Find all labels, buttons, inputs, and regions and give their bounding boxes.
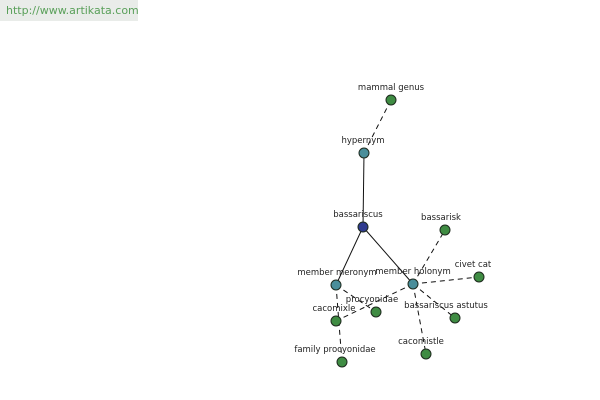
node-bassarisk[interactable]: bassarisk: [421, 213, 461, 236]
node-cacomixle[interactable]: cacomixle: [312, 304, 356, 327]
node-cacomistle[interactable]: cacomistle: [398, 337, 444, 360]
node-cacomistle-label: cacomistle: [398, 337, 444, 347]
node-family-procyonidae-dot[interactable]: [336, 356, 348, 368]
node-family-procyonidae-label: family procyonidae: [294, 345, 375, 355]
node-procyonidae-dot[interactable]: [370, 306, 382, 318]
edge-member-meronym-to-procyonidae: [335, 284, 377, 313]
node-member-meronym-dot[interactable]: [330, 279, 342, 291]
edge-member-holonym-to-cacomistle: [412, 283, 427, 355]
node-bassariscus[interactable]: bassariscus: [333, 210, 383, 233]
node-member-holonym[interactable]: member holonym: [375, 267, 451, 290]
node-member-meronym-label: member meronym: [297, 268, 376, 278]
node-bassarisk-dot[interactable]: [439, 224, 451, 236]
site-url-link[interactable]: http://www.artikata.com: [6, 4, 139, 17]
node-bassariscus-astutus-dot[interactable]: [449, 312, 461, 324]
node-civet-cat-label: civet cat: [455, 260, 492, 270]
edge-bassariscus-to-member-meronym: [335, 226, 364, 286]
node-cacomistle-dot[interactable]: [420, 348, 432, 360]
node-mammal-genus-label: mammal genus: [358, 83, 425, 93]
node-bassariscus-astutus[interactable]: bassariscus astutus: [404, 301, 488, 324]
edge-member-holonym-to-bassariscus-astutus: [412, 283, 456, 319]
edge-member-holonym-to-civet-cat: [412, 276, 480, 285]
node-hypernym[interactable]: hypernym: [341, 136, 385, 159]
node-member-meronym[interactable]: member meronym: [297, 268, 377, 291]
node-mammal-genus[interactable]: mammal genus: [358, 83, 425, 106]
url-banner: http://www.artikata.com: [0, 0, 139, 21]
graph-nodes: bassariscus hypernym mammal genus member me…: [294, 83, 492, 368]
node-cacomixle-dot[interactable]: [330, 315, 342, 327]
node-bassariscus-label: bassariscus: [333, 210, 383, 220]
node-civet-cat[interactable]: civet cat: [455, 260, 492, 283]
node-cacomixle-label: cacomixle: [312, 304, 355, 314]
edge-bassariscus-to-member-holonym: [362, 226, 414, 285]
graph-edges: [335, 99, 480, 363]
node-procyonidae-label: procyonidae: [346, 295, 398, 305]
node-family-procyonidae[interactable]: family procyonidae: [294, 345, 376, 368]
node-hypernym-label: hypernym: [341, 136, 384, 146]
node-hypernym-dot[interactable]: [358, 147, 370, 159]
edge-member-holonym-to-bassarisk: [412, 229, 446, 285]
node-bassariscus-dot[interactable]: [357, 221, 369, 233]
edge-hypernym-to-mammal-genus: [363, 99, 392, 154]
node-bassariscus-astutus-label: bassariscus astutus: [404, 301, 488, 311]
node-member-holonym-dot[interactable]: [407, 278, 419, 290]
node-mammal-genus-dot[interactable]: [385, 94, 397, 106]
edge-bassariscus-to-hypernym: [362, 152, 365, 228]
node-procyonidae[interactable]: procyonidae: [346, 295, 398, 318]
node-member-holonym-label: member holonym: [375, 267, 450, 277]
node-bassarisk-label: bassarisk: [421, 213, 461, 223]
node-civet-cat-dot[interactable]: [473, 271, 485, 283]
